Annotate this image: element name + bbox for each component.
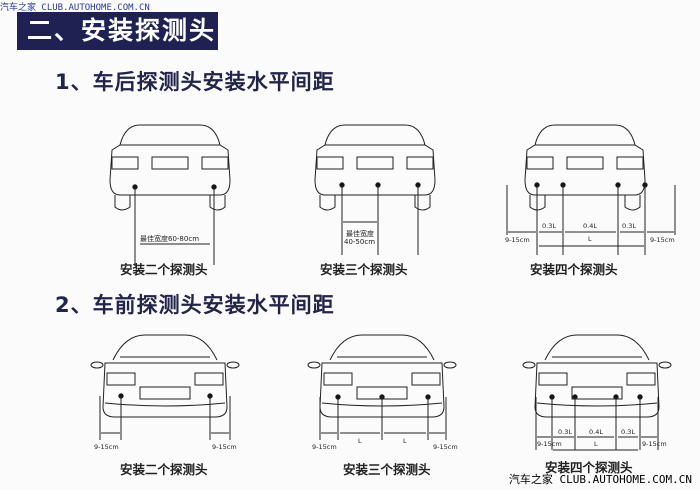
front3-gap1: L xyxy=(358,437,362,445)
front-caption-3: 安装三个探测头 xyxy=(343,462,431,477)
page-title: 二、安装探测头 xyxy=(17,12,218,50)
rear3-note-1: 最佳宽度 xyxy=(346,230,374,238)
rear4-seg1: 0.3L xyxy=(542,222,556,230)
wheel-right xyxy=(209,195,226,211)
mirror-right xyxy=(226,361,240,369)
car-body xyxy=(314,144,436,196)
tail-light-left xyxy=(526,156,554,170)
front2-edge-left: 9-15cm xyxy=(94,443,119,451)
license-plate xyxy=(571,386,623,400)
front4-seg1: 0.3L xyxy=(558,428,572,436)
rear-caption-2: 安装二个探测头 xyxy=(120,262,208,277)
headlight-right xyxy=(626,372,656,386)
section1-title: 1、车后探测头安装水平间距 xyxy=(55,70,335,94)
front4-edge-right: 9-15cm xyxy=(642,440,667,448)
front4-seg3: 0.3L xyxy=(621,428,635,436)
front3-edge-left: 9-15cm xyxy=(312,443,337,451)
front4-total: L xyxy=(594,440,598,448)
license-plate xyxy=(356,156,394,170)
front2-edge-right: 9-15cm xyxy=(212,443,237,451)
section2-title: 2、车前探测头安装水平间距 xyxy=(55,293,335,317)
front3-edge-right: 9-15cm xyxy=(433,443,458,451)
rear-caption-3: 安装三个探测头 xyxy=(320,262,408,277)
rear4-total: L xyxy=(588,235,592,243)
car-roof xyxy=(544,334,650,361)
rear4-seg3: 0.3L xyxy=(622,222,636,230)
rear4-edge-right: 9-15cm xyxy=(650,236,675,244)
tail-light-right xyxy=(406,156,434,170)
car-roof xyxy=(119,124,221,146)
front4-edge-left: 9-15cm xyxy=(537,440,562,448)
wheel-right xyxy=(624,195,641,211)
wheel-left xyxy=(319,195,336,211)
car-body xyxy=(524,144,646,196)
front-caption-4: 安装四个探测头 xyxy=(545,460,633,475)
car-roof xyxy=(329,334,435,361)
headlight-left xyxy=(538,372,568,386)
front-caption-2: 安装二个探测头 xyxy=(120,462,208,477)
watermark-bottom: 汽车之家 CLUB.AUTOHOME.COM.CN xyxy=(508,473,692,486)
car-body xyxy=(319,362,445,418)
wheel-right xyxy=(414,195,431,211)
bumper-line xyxy=(536,402,658,407)
wheel-left xyxy=(114,195,131,211)
bumper-line xyxy=(104,402,226,407)
mirror-right xyxy=(443,361,457,369)
mirror-left xyxy=(307,361,321,369)
mirror-left xyxy=(90,361,104,369)
rear4-seg2: 0.4L xyxy=(583,222,597,230)
headlight-left xyxy=(323,372,353,386)
tail-light-left xyxy=(111,156,139,170)
rear-caption-4: 安装四个探测头 xyxy=(530,262,618,277)
rear3-note-2: 40-50cm xyxy=(344,238,376,246)
car-roof xyxy=(112,334,218,361)
watermark-top: 汽车之家 CLUB.AUTOHOME.COM.CN xyxy=(0,3,150,13)
rear4-edge-left: 9-15cm xyxy=(505,236,530,244)
tail-light-right xyxy=(616,156,644,170)
license-plate xyxy=(139,386,191,400)
mirror-right xyxy=(658,361,672,369)
car-body xyxy=(102,362,228,418)
tail-light-left xyxy=(316,156,344,170)
headlight-right xyxy=(194,372,224,386)
tail-light-right xyxy=(201,156,229,170)
headlight-left xyxy=(106,372,136,386)
rear2-note: 最佳宽度60-80cm xyxy=(140,235,200,243)
car-roof xyxy=(534,124,636,146)
headlight-right xyxy=(411,372,441,386)
car-body xyxy=(109,144,231,196)
license-plate xyxy=(566,156,604,170)
front3-gap2: L xyxy=(403,437,407,445)
license-plate xyxy=(151,156,189,170)
mirror-left xyxy=(522,361,536,369)
car-roof xyxy=(324,124,426,146)
front4-seg2: 0.4L xyxy=(589,428,603,436)
